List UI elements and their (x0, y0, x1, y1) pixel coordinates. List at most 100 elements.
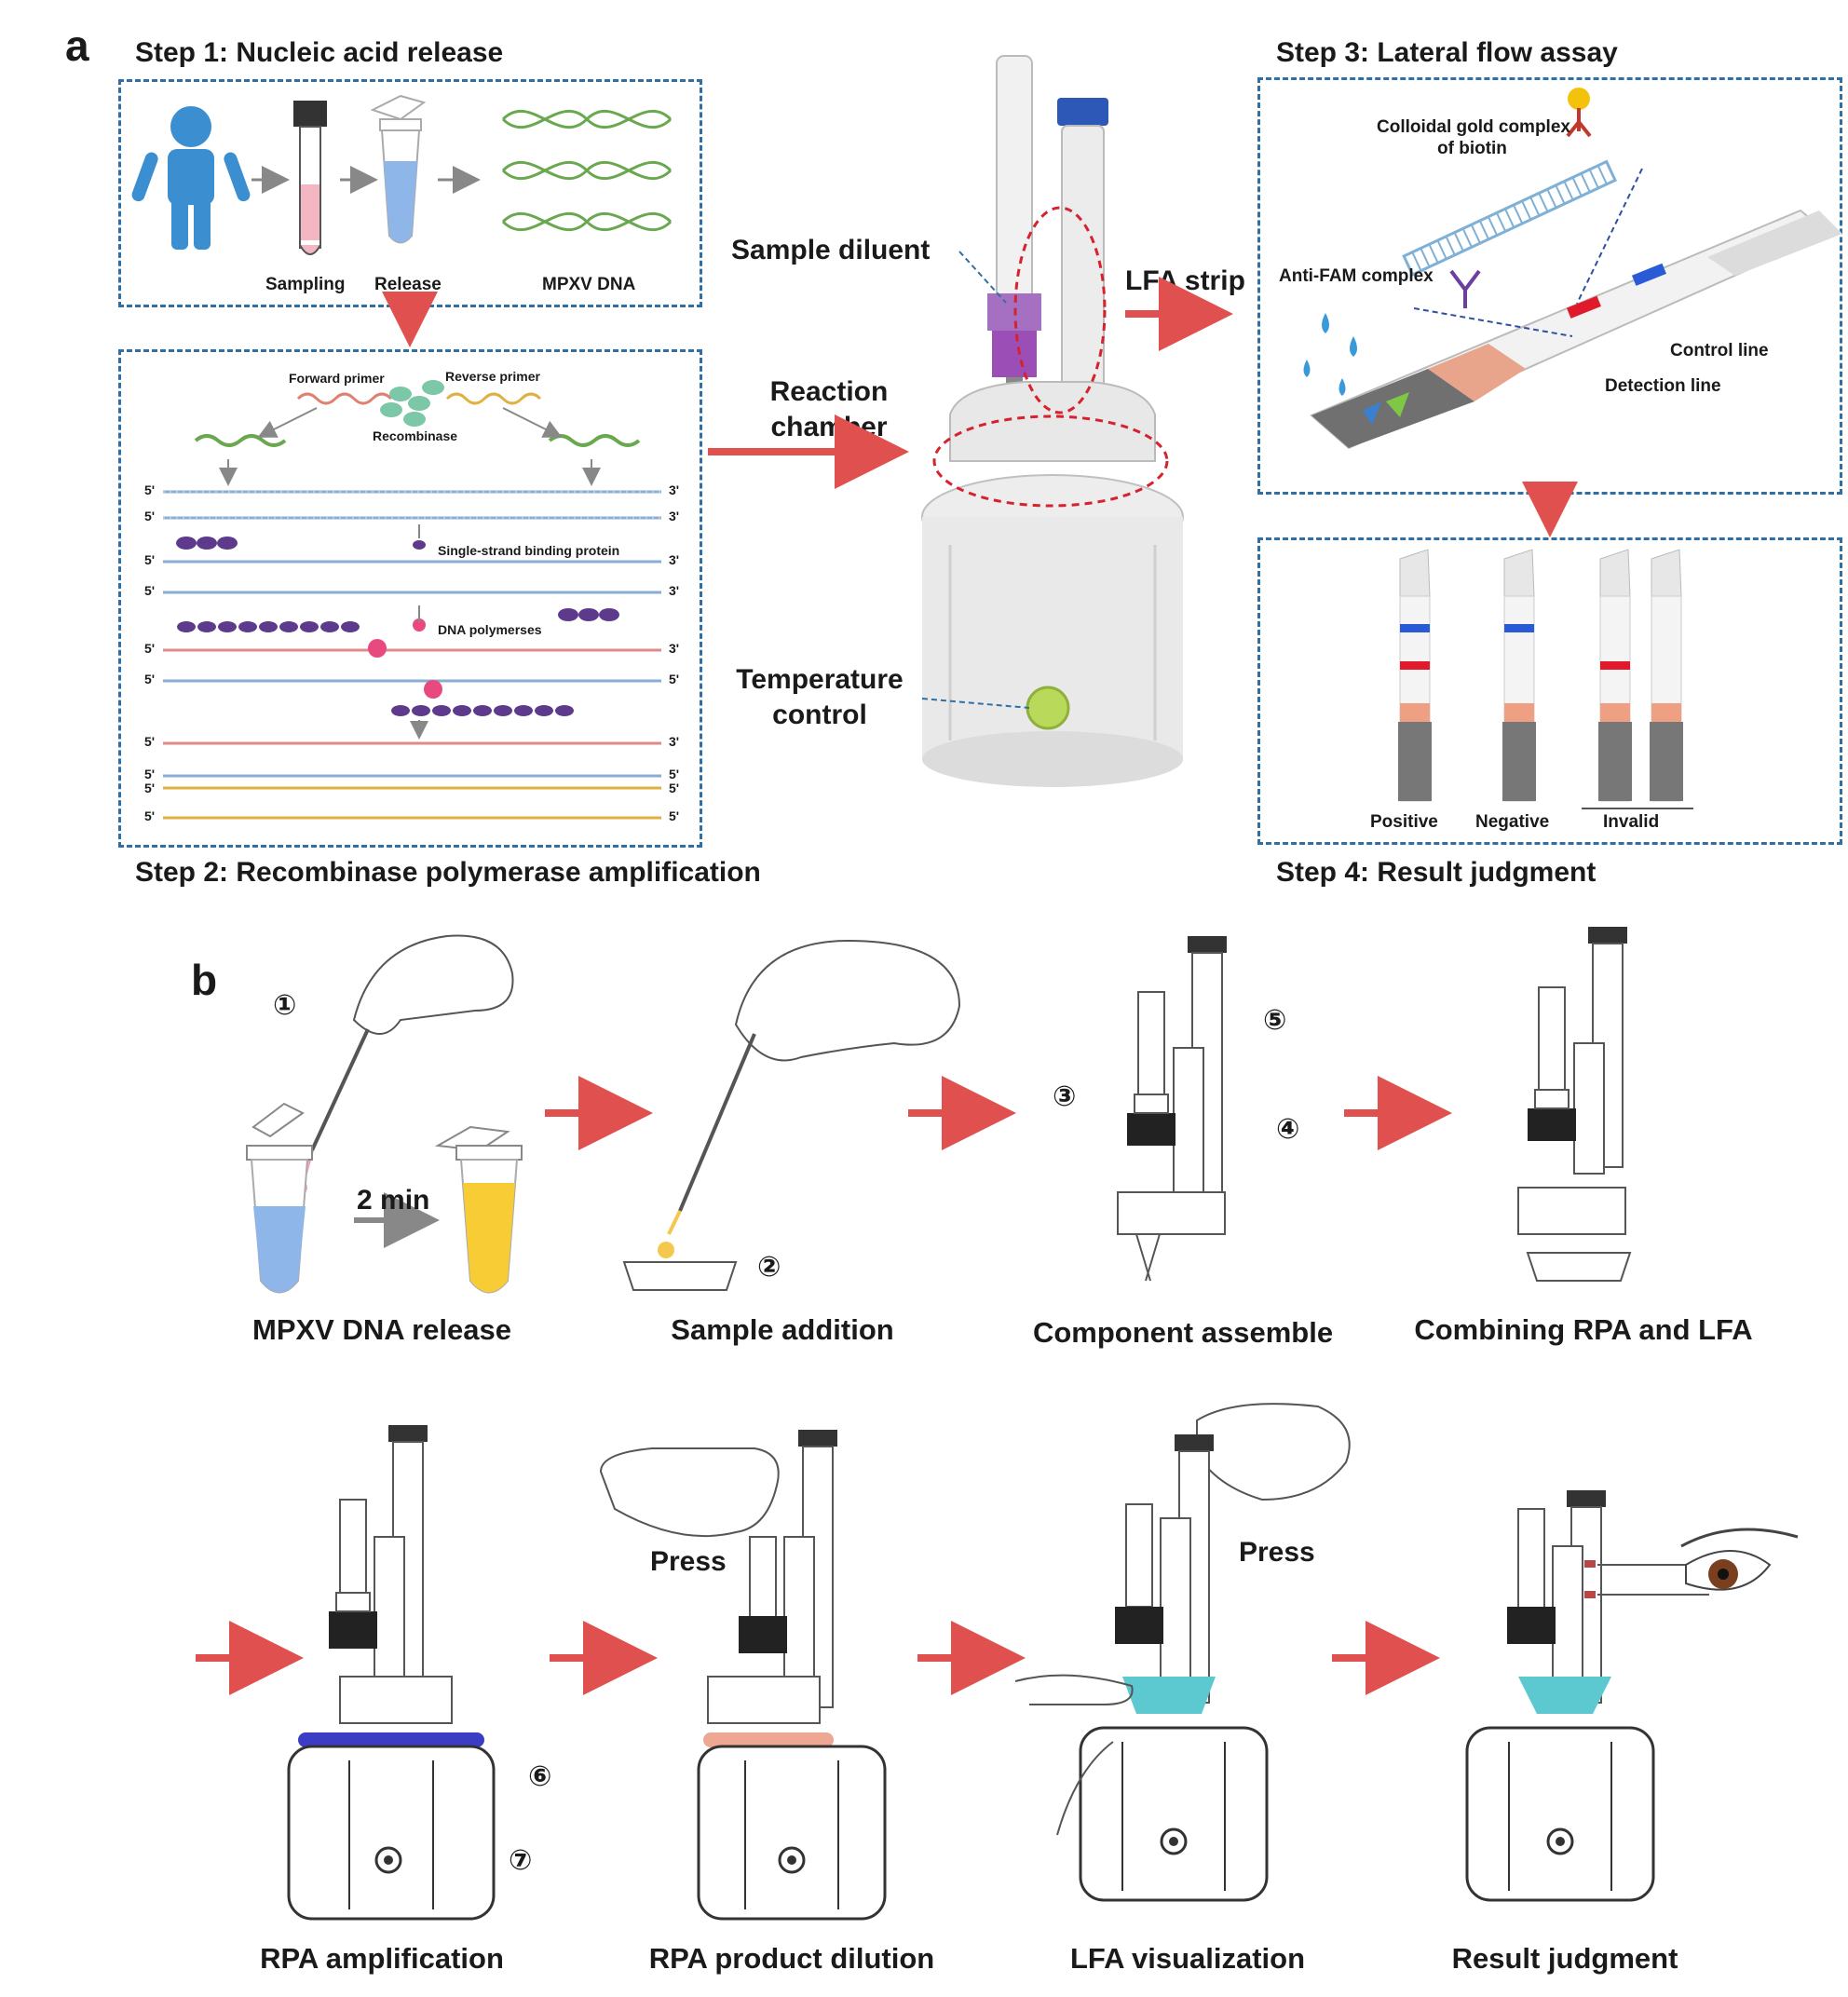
five-prime-label: 5' (669, 781, 680, 795)
rpa-dilution-illustration (599, 1430, 887, 1921)
five-prime-label: 5' (144, 767, 156, 781)
arrow-b4 (196, 1621, 304, 1695)
person-icon (131, 106, 251, 250)
caption-rpa-dilution: RPA product dilution (648, 1942, 935, 1975)
five-prime-label: 5' (669, 767, 680, 781)
panel-a-letter: a (65, 21, 89, 70)
three-prime-label: 3' (669, 734, 680, 749)
arrow-to-lfa (1125, 277, 1233, 351)
ssb-label: Single-strand binding protein (438, 543, 620, 558)
negative-label: Negative (1475, 812, 1550, 832)
release-tube-icon (370, 94, 427, 244)
rpa-mechanism-diagram (163, 380, 661, 820)
step1-title: Step 1: Nucleic acid release (135, 37, 504, 68)
temperature-label-1: Temperature (736, 664, 904, 695)
lfa-visualization-illustration (1014, 1403, 1351, 1902)
arrow-b5 (550, 1621, 658, 1695)
mpxv-dna-label: MPXV DNA (542, 275, 636, 294)
arrow-to-reaction-chamber (708, 414, 909, 489)
control-line-label: Control line (1670, 341, 1769, 360)
sample-diluent-label: Sample diluent (731, 235, 931, 265)
arrow-b1 (545, 1076, 653, 1150)
five-prime-label: 5' (144, 552, 156, 567)
step-number-3: ③ (1053, 1081, 1077, 1112)
step-number-6: ⑥ (528, 1761, 552, 1792)
step1-to-step2-arrow (382, 292, 438, 347)
caption-lfa-visualization: LFA visualization (1069, 1942, 1306, 1975)
arrow-b3 (1344, 1076, 1452, 1150)
result-judgment-illustration (1465, 1490, 1799, 1902)
five-prime-label: 5' (144, 781, 156, 795)
device-photo (921, 55, 1184, 787)
caption-component-assemble: Component assemble (1032, 1316, 1334, 1349)
caption-dna-release: MPXV DNA release (252, 1313, 511, 1346)
three-prime-label: 3' (669, 583, 680, 598)
five-prime-label: 5' (144, 482, 156, 497)
caption-result-judgment: Result judgment (1451, 1942, 1678, 1975)
strip-positive (1398, 549, 1432, 802)
rpa-amplification-illustration (287, 1425, 496, 1921)
three-prime-label: 3' (669, 641, 680, 656)
five-prime-label: 5' (144, 583, 156, 598)
lfa-strip-label: LFA strip (1125, 265, 1245, 296)
forward-primer-label: Forward primer (289, 371, 385, 386)
five-prime-label: 5' (144, 734, 156, 749)
sample-addition-illustration (622, 939, 961, 1291)
five-prime-label: 5' (144, 641, 156, 656)
step2-box: Forward primer Reverse primer Recombinas… (118, 349, 702, 848)
anti-fam-label: Anti-FAM complex (1279, 266, 1434, 286)
arrow-b2 (908, 1076, 1016, 1150)
invalid-label: Invalid (1603, 812, 1660, 832)
five-prime-label: 5' (669, 808, 680, 823)
strip-invalid-2 (1650, 549, 1683, 802)
caption-rpa-amplification: RPA amplification (260, 1942, 504, 1975)
arrow-b7 (1332, 1621, 1440, 1695)
step-number-7: ⑦ (509, 1845, 533, 1876)
mpxv-dna-icon (501, 109, 673, 232)
strip-negative (1502, 549, 1536, 802)
component-assemble-illustration (1117, 936, 1227, 1282)
step3-title: Step 3: Lateral flow assay (1276, 37, 1618, 68)
strip-invalid-1 (1598, 549, 1632, 802)
step-number-4: ④ (1276, 1114, 1300, 1145)
release-label: Release (374, 275, 442, 294)
five-prime-label: 5' (144, 509, 156, 523)
panel-b-letter: b (191, 956, 218, 1004)
caption-sample-addition: Sample addition (671, 1313, 894, 1346)
step1-illustration (131, 94, 673, 255)
polymerase-label: DNA polymerses (438, 622, 542, 637)
temperature-label-2: control (772, 700, 867, 730)
sampling-label: Sampling (265, 275, 346, 294)
step-number-1: ① (273, 990, 297, 1021)
gold-complex-label-1: Colloidal gold complex (1377, 117, 1570, 137)
lfa-strip-illustration (1303, 88, 1842, 450)
combining-illustration (1517, 927, 1632, 1282)
step4-box: Positive Negative Invalid (1257, 537, 1842, 845)
step3-to-step4-arrow (1522, 482, 1578, 537)
step-number-5: ⑤ (1263, 1005, 1287, 1036)
step1-box: Sampling Release MPXV DNA (118, 79, 702, 307)
step2-title: Step 2: Recombinase polymerase amplifica… (135, 857, 761, 888)
three-prime-label: 3' (669, 482, 680, 497)
step-number-2: ② (757, 1252, 781, 1283)
caption-combining: Combining RPA and LFA (1414, 1313, 1753, 1346)
five-prime-label: 5' (144, 808, 156, 823)
sampling-tube-icon (293, 101, 327, 255)
step3-box: Colloidal gold complex of biotin Anti-FA… (1257, 77, 1842, 495)
step4-title: Step 4: Result judgment (1276, 857, 1597, 888)
three-prime-label: 3' (669, 509, 680, 523)
positive-label: Positive (1370, 812, 1438, 832)
reaction-label-1: Reaction (769, 376, 889, 407)
detection-line-label: Detection line (1605, 376, 1721, 396)
dna-release-illustration (246, 934, 523, 1294)
five-prime-label: 5' (144, 672, 156, 686)
gold-complex-label-2: of biotin (1437, 139, 1507, 158)
arrow-b6 (917, 1621, 1026, 1695)
three-prime-label: 3' (669, 552, 680, 567)
five-prime-label: 5' (669, 672, 680, 686)
eye-icon (1680, 1528, 1799, 1591)
time-label: 2 min (357, 1185, 430, 1216)
press-label-2: Press (1239, 1537, 1315, 1568)
reverse-primer-label: Reverse primer (445, 369, 540, 384)
recombinase-label: Recombinase (373, 428, 458, 443)
